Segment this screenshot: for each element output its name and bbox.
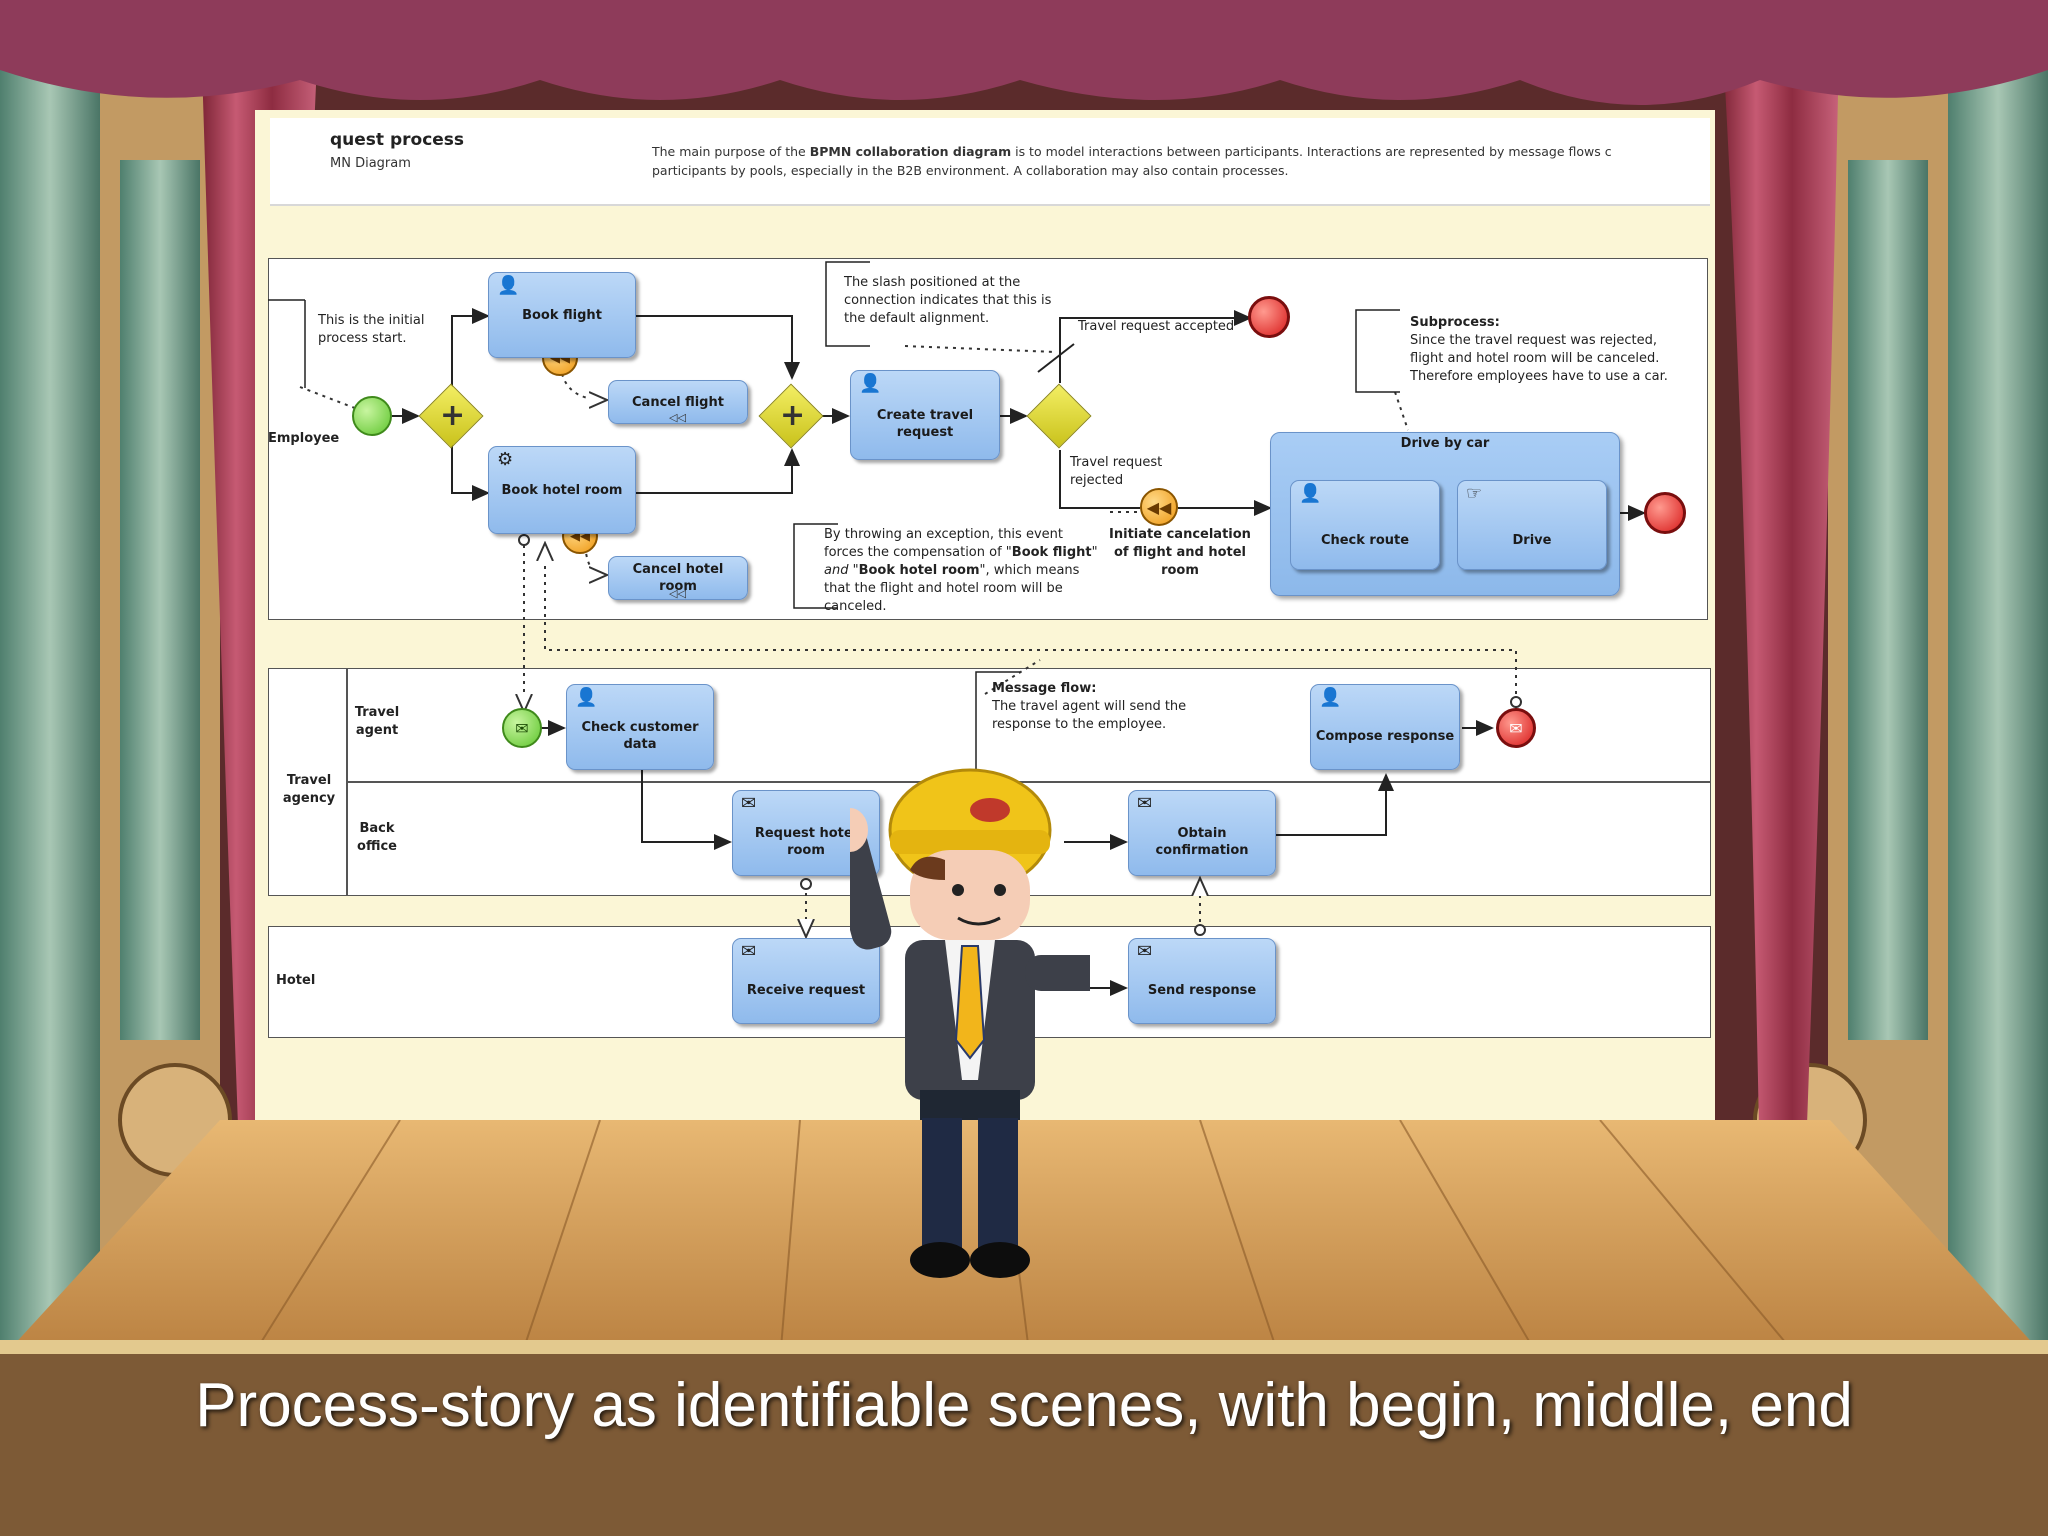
envelope-icon: ✉ — [515, 718, 529, 738]
description-text: participants by pools, especially in the… — [652, 163, 1289, 178]
user-icon: 👤 — [859, 373, 882, 394]
description-text: The main purpose of the — [652, 144, 810, 159]
task-label: Request hotel room — [754, 826, 858, 858]
task-label: Check customer data — [581, 720, 699, 752]
employee-pool-label: Employee — [268, 431, 340, 446]
note-subprocess-title: Subprocess: — [1410, 315, 1500, 330]
envelope-icon: ✉ — [1509, 718, 1523, 738]
start-event — [352, 396, 392, 436]
note-request-accepted: Travel request accepted — [1078, 319, 1235, 334]
task-check-route[interactable]: 👤 Check route — [1290, 480, 1440, 570]
task-label: Create travel request — [876, 408, 974, 440]
user-icon: 👤 — [497, 275, 520, 296]
envelope-icon: ✉ — [1137, 793, 1153, 814]
task-label: Send response — [1147, 982, 1257, 998]
note-text: ", which means that the flight and hotel… — [824, 563, 1080, 614]
slide-header — [270, 118, 1710, 206]
envelope-icon: ✉ — [741, 793, 757, 814]
task-label: Book flight — [522, 307, 602, 323]
note-message-flow-body: The travel agent will send the response … — [992, 699, 1187, 732]
user-icon: 👤 — [1299, 483, 1322, 504]
slide-subtitle: MN Diagram — [330, 156, 411, 171]
end-event-rejected — [1644, 492, 1686, 534]
user-icon: 👤 — [575, 687, 598, 708]
slide-title: quest process — [330, 130, 465, 150]
task-label: Compose response — [1315, 728, 1455, 744]
task-compose-response[interactable]: 👤 Compose response — [1310, 684, 1460, 770]
task-label: Book hotel room — [501, 482, 623, 498]
task-label: Drive — [1512, 532, 1552, 548]
note-text: " and " — [824, 545, 1098, 578]
task-label: Obtain confirmation — [1155, 826, 1249, 858]
lane-divider — [346, 781, 1711, 783]
initiate-cancelation-label: Initiate cancelation of flight and hotel… — [1109, 527, 1251, 578]
task-cancel-flight[interactable]: Cancel flight ◁◁ — [608, 380, 748, 424]
plus-icon: + — [780, 398, 806, 433]
note-request-rejected: Travel request rejected — [1070, 455, 1163, 488]
compensation-marker-icon: ◁◁ — [669, 587, 686, 600]
task-label: Receive request — [746, 982, 866, 998]
note-exception: By throwing an exception, this event for… — [824, 526, 1104, 616]
toy-figure — [850, 768, 1090, 1278]
compensation-throw-event: ◀◀ — [1140, 488, 1178, 526]
envelope-icon: ✉ — [741, 941, 757, 962]
description-text: is to model interactions between partici… — [1011, 144, 1612, 159]
task-book-flight[interactable]: 👤 Book flight — [488, 272, 636, 358]
end-event-accepted — [1248, 296, 1290, 338]
slide-description: The main purpose of the BPMN collaborati… — [652, 142, 1702, 180]
hotel-pool-label: Hotel — [276, 973, 316, 988]
task-book-hotel-room[interactable]: ⚙ Book hotel room — [488, 446, 636, 534]
compensation-marker-icon: ◁◁ — [669, 411, 686, 424]
subprocess-title: Drive by car — [1400, 436, 1490, 451]
task-send-response[interactable]: ✉ Send response — [1128, 938, 1276, 1024]
note-message-flow-title: Message flow: — [992, 681, 1097, 696]
task-label: Check route — [1320, 532, 1410, 548]
message-start-event: ✉ — [502, 708, 542, 748]
note-bold: Book hotel room — [858, 563, 980, 578]
task-drive[interactable]: ☞ Drive — [1457, 480, 1607, 570]
user-icon: 👤 — [1319, 687, 1342, 708]
note-initial-start: This is the initial process start. — [318, 313, 425, 346]
task-label: Cancel flight — [632, 394, 724, 410]
message-end-event: ✉ — [1496, 708, 1536, 748]
note-message-flow: Message flow: The travel agent will send… — [992, 680, 1222, 734]
gear-icon: ⚙ — [497, 449, 514, 470]
task-create-travel-request[interactable]: 👤 Create travel request — [850, 370, 1000, 460]
note-default-slash: The slash positioned at the connection i… — [844, 275, 1052, 326]
lane-label-travel-agent: Travel agent — [354, 705, 400, 738]
note-subprocess-body: Since the travel request was rejected, f… — [1410, 333, 1668, 384]
note-subprocess: Subprocess: Since the travel request was… — [1410, 314, 1690, 386]
task-check-customer-data[interactable]: 👤 Check customer data — [566, 684, 714, 770]
envelope-icon: ✉ — [1137, 941, 1153, 962]
rewind-icon: ◀◀ — [1146, 497, 1172, 517]
task-receive-request[interactable]: ✉ Receive request — [732, 938, 880, 1024]
note-text: By throwing an exception, this event for… — [824, 527, 1063, 560]
lane-label-back-office: Back office — [357, 821, 397, 854]
task-label: Cancel hotel room — [632, 562, 724, 594]
task-cancel-hotel-room[interactable]: Cancel hotel room ◁◁ — [608, 556, 748, 600]
manual-hand-icon: ☞ — [1466, 483, 1483, 504]
task-obtain-confirmation[interactable]: ✉ Obtain confirmation — [1128, 790, 1276, 876]
description-bold: BPMN collaboration diagram — [809, 144, 1012, 159]
travel-agency-label: Travel agency — [282, 773, 336, 806]
slide-caption: Process-story as identifiable scenes, wi… — [195, 1371, 1853, 1440]
note-bold: Book flight — [1011, 545, 1092, 560]
plus-icon: + — [440, 398, 466, 433]
